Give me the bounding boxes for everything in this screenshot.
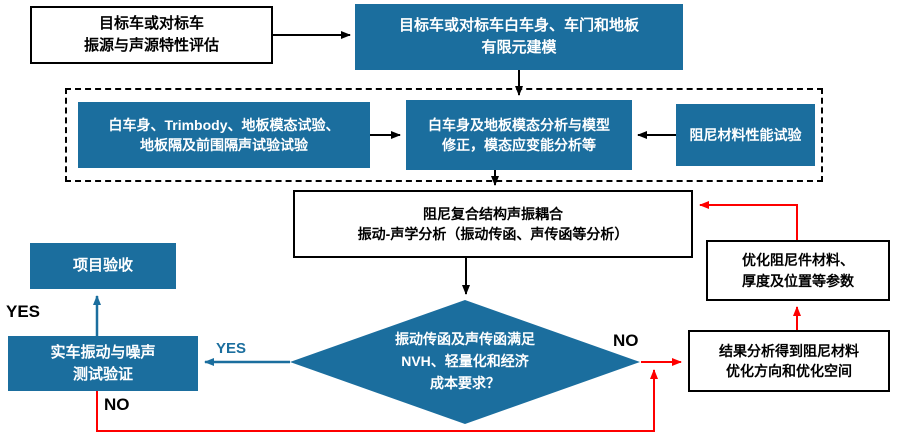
yes-diamond-label: YES xyxy=(216,340,247,357)
yes-left-label: YES xyxy=(6,302,41,321)
source-eval-box: 目标车或对标车 振源与声源特性评估 xyxy=(30,6,273,64)
decision-label: 振动传函及声传函满足 NVH、轻量化和经济 成本要求？ xyxy=(395,331,535,391)
decision-diamond-shape xyxy=(290,300,640,424)
modal-analysis-label: 白车身及地板模态分析与模型 修正，模态应变能分析等 xyxy=(428,116,610,153)
test-analysis-group-frame xyxy=(65,88,823,182)
coupling-analysis-label: 阻尼复合结构声振耦合 振动-声学分析（振动传函、声传函等分析） xyxy=(357,205,629,242)
fem-model-box: 目标车或对标车白车身、车门和地板 有限元建模 xyxy=(355,4,683,70)
project-acceptance-label: 项目验收 xyxy=(72,257,133,275)
source-eval-label: 目标车或对标车 振源与声源特性评估 xyxy=(83,15,219,54)
project-acceptance-box: 项目验收 xyxy=(30,243,176,289)
vehicle-test-label: 实车振动与噪声 测试验证 xyxy=(50,343,156,383)
modal-test-box: 白车身、Trimbody、地板模态试验、 地板隔及前围隔声试验试验 xyxy=(78,102,370,168)
fem-model-label: 目标车或对标车白车身、车门和地板 有限元建模 xyxy=(398,17,639,56)
arrow-vehicle-test-no-loop xyxy=(96,369,658,432)
result-analysis-box: 结果分析得到阻尼材料 优化方向和优化空间 xyxy=(688,330,890,392)
no-bottom-label: NO xyxy=(104,395,130,414)
damping-material-test-label: 阻尼材料性能试验 xyxy=(689,126,802,143)
coupling-analysis-box: 阻尼复合结构声振耦合 振动-声学分析（振动传函、声传函等分析） xyxy=(293,190,693,258)
vehicle-test-box: 实车振动与噪声 测试验证 xyxy=(8,336,198,391)
modal-analysis-box: 白车身及地板模态分析与模型 修正，模态应变能分析等 xyxy=(406,100,632,170)
result-analysis-label: 结果分析得到阻尼材料 优化方向和优化空间 xyxy=(719,342,859,379)
optimize-params-box: 优化阻尼件材料、 厚度及位置等参数 xyxy=(706,240,890,301)
damping-material-test-box: 阻尼材料性能试验 xyxy=(676,104,815,166)
decision-diamond: 振动传函及声传函满足 NVH、轻量化和经济 成本要求？ xyxy=(330,316,600,408)
optimize-params-label: 优化阻尼件材料、 厚度及位置等参数 xyxy=(742,252,854,289)
no-diamond-label: NO xyxy=(613,331,639,350)
modal-test-label: 白车身、Trimbody、地板模态试验、 地板隔及前围隔声试验试验 xyxy=(108,116,340,153)
arrow-optimize-to-coupling xyxy=(699,201,798,240)
